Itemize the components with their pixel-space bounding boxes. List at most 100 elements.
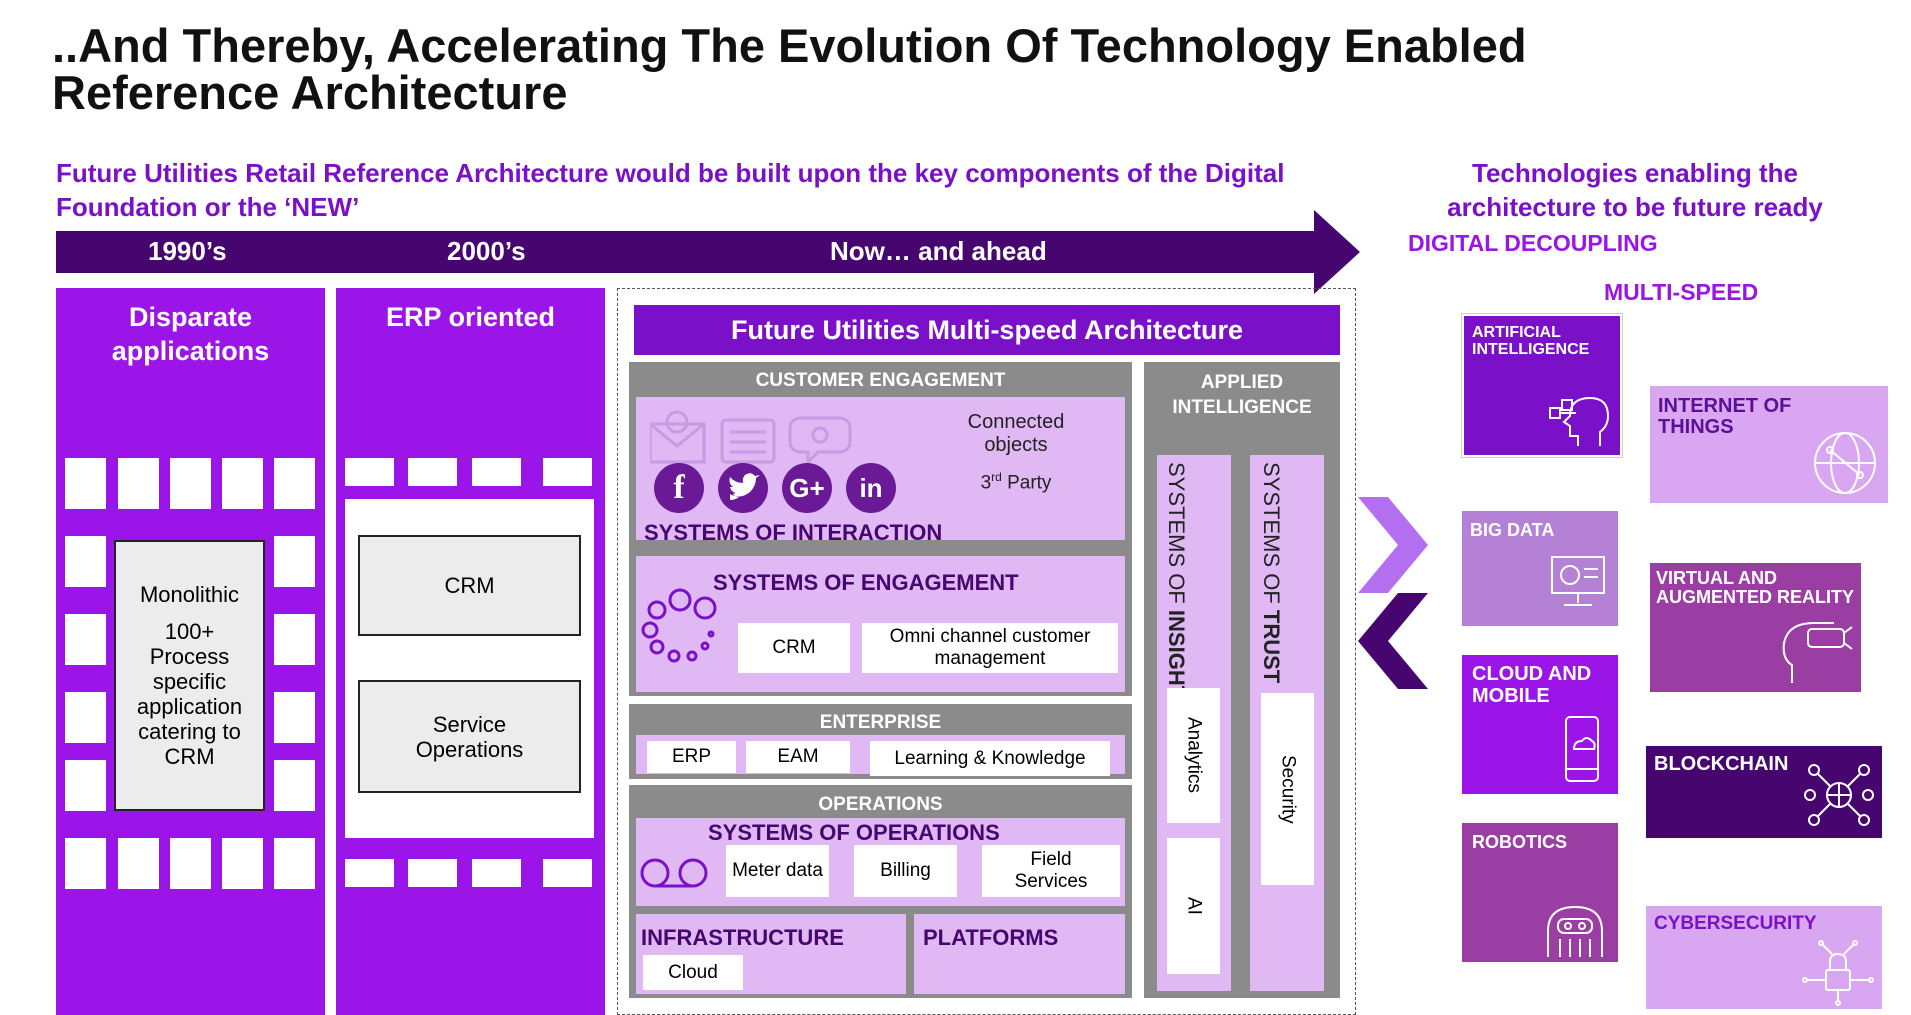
meter-data-box: Meter data [726, 845, 829, 897]
padlock-circuit-icon [1802, 940, 1874, 1006]
systems-of-insight-label: SYSTEMS OF INSIGHT [1163, 462, 1189, 699]
tile-artificial-intelligence[interactable]: ARTIFICIAL INTELLIGENCE [1462, 314, 1622, 457]
app-square [222, 458, 263, 509]
analytics-label: Analytics [1183, 717, 1205, 794]
infrastructure-label: INFRASTRUCTURE [641, 925, 844, 950]
tile-label: ROBOTICS [1472, 832, 1568, 852]
tile-robotics[interactable]: ROBOTICS [1462, 823, 1618, 962]
systems-of-interaction-label: SYSTEMS OF INTERACTION [644, 520, 943, 545]
monolithic-box: Monolithic 100+ Process specific applica… [114, 540, 265, 811]
app-square [65, 760, 106, 811]
tile-cybersecurity[interactable]: CYBERSECURITY [1646, 906, 1882, 1009]
app-square [65, 614, 106, 665]
tile-blockchain[interactable]: BLOCKCHAIN [1646, 746, 1882, 838]
erp-box: ERP [647, 741, 736, 773]
blockchain-network-icon [1804, 764, 1874, 826]
era-1990s: 1990’s [148, 236, 227, 266]
third-party-word: Party [1001, 472, 1052, 494]
tile-internet-of-things[interactable]: INTERNET OF THINGS [1650, 386, 1888, 503]
app-square [408, 859, 457, 887]
app-square [345, 859, 394, 887]
google-plus-icon[interactable]: G+ [782, 463, 832, 513]
platforms-label: PLATFORMS [923, 925, 1059, 950]
app-square [65, 838, 106, 889]
connected-objects-label: Connected objects [967, 411, 1065, 456]
column-heading: Disparate applications [111, 302, 270, 366]
app-square [170, 458, 211, 509]
enterprise-heading: ENTERPRISE [819, 712, 942, 733]
monolithic-title: Monolithic [139, 582, 240, 607]
systems-of-engagement-label: SYSTEMS OF ENGAGEMENT [713, 570, 1019, 595]
customer-engagement-heading: CUSTOMER ENGAGEMENT [755, 370, 1006, 391]
app-square [65, 536, 106, 587]
era-now: Now… and ahead [830, 236, 1047, 266]
tile-big-data[interactable]: BIG DATA [1462, 511, 1618, 626]
page-title: ..And Thereby, Accelerating The Evolutio… [52, 19, 1527, 119]
chat-gear-icon [788, 416, 852, 465]
app-square [274, 614, 315, 665]
mobile-cloud-icon [1565, 716, 1599, 782]
tape-reel-icon [640, 858, 708, 888]
third-party-suffix: rd [991, 470, 1002, 484]
service-operations-box: Service Operations [358, 680, 581, 793]
app-square [65, 692, 106, 743]
chevron-right-icon [1358, 497, 1428, 593]
applied-intelligence-heading: APPLIED INTELLIGENCE [1172, 372, 1312, 418]
app-square [274, 692, 315, 743]
app-square [408, 458, 457, 486]
monitor-chart-icon [1551, 556, 1605, 606]
erp-oriented-column: ERP oriented CRM Service Operations [336, 288, 605, 1015]
email-icon [650, 422, 706, 464]
systems-of-trust-label: SYSTEMS OF TRUST [1258, 462, 1284, 683]
linkedin-icon[interactable]: in [846, 463, 896, 513]
chevron-left-icon [1358, 593, 1428, 689]
twitter-icon[interactable] [718, 463, 768, 513]
timeline-arrow [56, 231, 1315, 273]
digital-decoupling-label: DIGITAL DECOUPLING [1408, 230, 1658, 256]
disparate-applications-column: Disparate applications Monolithic 100+ P… [56, 288, 325, 1015]
analytics-box: Analytics [1167, 688, 1220, 823]
app-square [274, 536, 315, 587]
billing-box: Billing [854, 845, 957, 897]
tile-label: CYBERSECURITY [1654, 913, 1817, 934]
app-square [543, 458, 592, 486]
fax-icon [720, 418, 776, 464]
ai-head-icon [1549, 396, 1610, 446]
ai-box: AI [1167, 838, 1220, 974]
trust-bold: TRUST [1259, 609, 1284, 684]
channel-icons [650, 410, 852, 465]
app-square [118, 458, 159, 509]
app-square [274, 838, 315, 889]
ai-label: AI [1183, 897, 1205, 915]
app-square [170, 838, 211, 889]
app-square [222, 838, 263, 889]
facebook-icon[interactable]: f [654, 463, 704, 513]
tile-label: CLOUD AND MOBILE [1472, 663, 1592, 707]
security-label: Security [1277, 754, 1299, 824]
tile-cloud-and-mobile[interactable]: CLOUD AND MOBILE [1462, 655, 1618, 794]
app-square [472, 859, 521, 887]
era-2000s: 2000’s [447, 236, 526, 266]
app-square [65, 458, 106, 509]
globe-network-icon [1814, 432, 1876, 494]
tile-label: VIRTUAL AND AUGMENTED REALITY [1656, 568, 1854, 607]
insight-prefix: SYSTEMS OF [1164, 462, 1189, 610]
field-services-box: Field Services [982, 845, 1120, 897]
monolithic-description: 100+ Process specific application cateri… [136, 619, 243, 769]
app-square [274, 458, 315, 509]
security-box: Security [1261, 693, 1314, 885]
app-square [345, 458, 394, 486]
robot-icon [1547, 905, 1603, 957]
app-square [118, 838, 159, 889]
tile-label: BIG DATA [1470, 520, 1555, 540]
tile-label: ARTIFICIAL INTELLIGENCE [1472, 324, 1590, 358]
platforms-panel [914, 914, 1125, 994]
trust-prefix: SYSTEMS OF [1259, 462, 1284, 610]
insight-bold: INSIGHT [1164, 609, 1189, 700]
timeline-arrow-head [1314, 210, 1360, 294]
vr-headset-icon [1782, 622, 1853, 683]
tile-label: BLOCKCHAIN [1654, 753, 1789, 775]
architecture-title: Future Utilities Multi-speed Architectur… [634, 305, 1340, 355]
tile-virtual-augmented-reality[interactable]: VIRTUAL AND AUGMENTED REALITY [1650, 563, 1861, 692]
app-square [274, 760, 315, 811]
